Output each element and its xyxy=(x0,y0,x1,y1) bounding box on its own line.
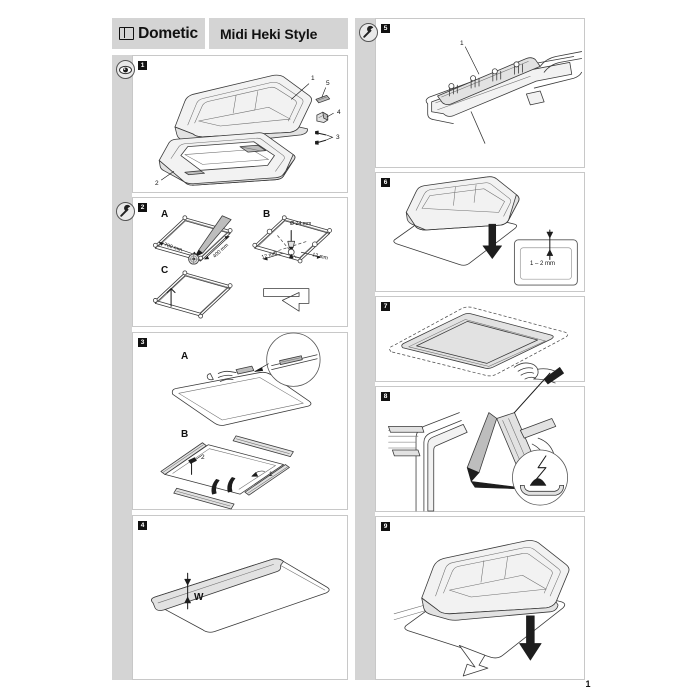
callout-2-step3: 2 xyxy=(201,454,205,461)
cutout-marking-drawing xyxy=(152,215,332,319)
diagram-b xyxy=(252,215,332,264)
left-column-gutter xyxy=(112,55,132,680)
frame-clamp-detail-drawing xyxy=(425,46,583,144)
sealing-strip-drawing xyxy=(160,332,321,510)
diagram-b-3 xyxy=(160,435,294,510)
step-badge-7: 7 xyxy=(381,302,390,311)
panel-step-5: 5 xyxy=(359,18,585,168)
dometic-mark-icon xyxy=(119,27,135,40)
diagram-a-3 xyxy=(171,332,321,426)
sealant-application-drawing xyxy=(388,367,568,512)
sublabel-a-3: A xyxy=(181,351,189,362)
callout-1: 1 xyxy=(311,75,315,82)
panel-step-4: 4 W xyxy=(132,515,348,680)
diagram-c xyxy=(152,270,233,319)
brand-name: Dometic xyxy=(138,24,198,42)
dimension-1-2mm: 1 – 2 mm xyxy=(530,261,556,267)
vent-lowering-drawing xyxy=(393,176,578,286)
panel-step-1: 1 xyxy=(116,55,348,193)
step-badge-4: 4 xyxy=(138,521,147,530)
panel-step-8: 8 xyxy=(375,367,585,512)
callout-2: 2 xyxy=(155,180,159,187)
callout-3: 3 xyxy=(336,134,340,141)
product-title-band: Midi Heki Style xyxy=(209,18,348,49)
wrench-icon-step5 xyxy=(359,23,378,42)
sublabel-a-2: A xyxy=(161,209,169,220)
dimension-w: W xyxy=(194,592,204,603)
final-fitting-drawing xyxy=(393,540,570,677)
step-badge-3: 3 xyxy=(138,338,147,347)
panel-step-7: 7 xyxy=(375,296,585,384)
callout-1-step5: 1 xyxy=(460,40,464,47)
diagram-a xyxy=(152,215,233,265)
product-title: Midi Heki Style xyxy=(220,25,318,42)
right-column-gutter xyxy=(355,18,375,680)
sublabel-c-2: C xyxy=(161,265,169,276)
sublabel-b-3: B xyxy=(181,429,189,440)
exploded-vent-assembly-drawing xyxy=(158,74,334,186)
step-badge-1: 1 xyxy=(138,61,147,70)
panel-step-9: 9 xyxy=(375,516,585,680)
step-badge-5: 5 xyxy=(381,24,390,33)
wrench-icon xyxy=(116,202,135,221)
brand-logo: Dometic xyxy=(112,18,205,49)
sublabel-b-2: B xyxy=(263,209,271,220)
dimension-diameter-24mm: Ø 24 mm xyxy=(290,221,312,227)
step-badge-6: 6 xyxy=(381,178,390,187)
eye-icon xyxy=(116,60,135,79)
callout-1-step3: 1 xyxy=(269,471,273,478)
frame-seating-drawing xyxy=(389,306,569,384)
roof-thickness-drawing xyxy=(151,558,330,633)
panel-step-3: 3 xyxy=(132,332,348,510)
panel-step-6: 6 1 – 2 mm xyxy=(375,172,585,292)
callout-5: 5 xyxy=(326,80,330,87)
panel-step-2: 2 xyxy=(116,197,348,327)
callout-4: 4 xyxy=(337,109,341,116)
page-number: 1 xyxy=(585,679,591,689)
step-badge-9: 9 xyxy=(381,522,390,531)
step-badge-8: 8 xyxy=(381,392,390,401)
step-badge-2: 2 xyxy=(138,203,147,212)
